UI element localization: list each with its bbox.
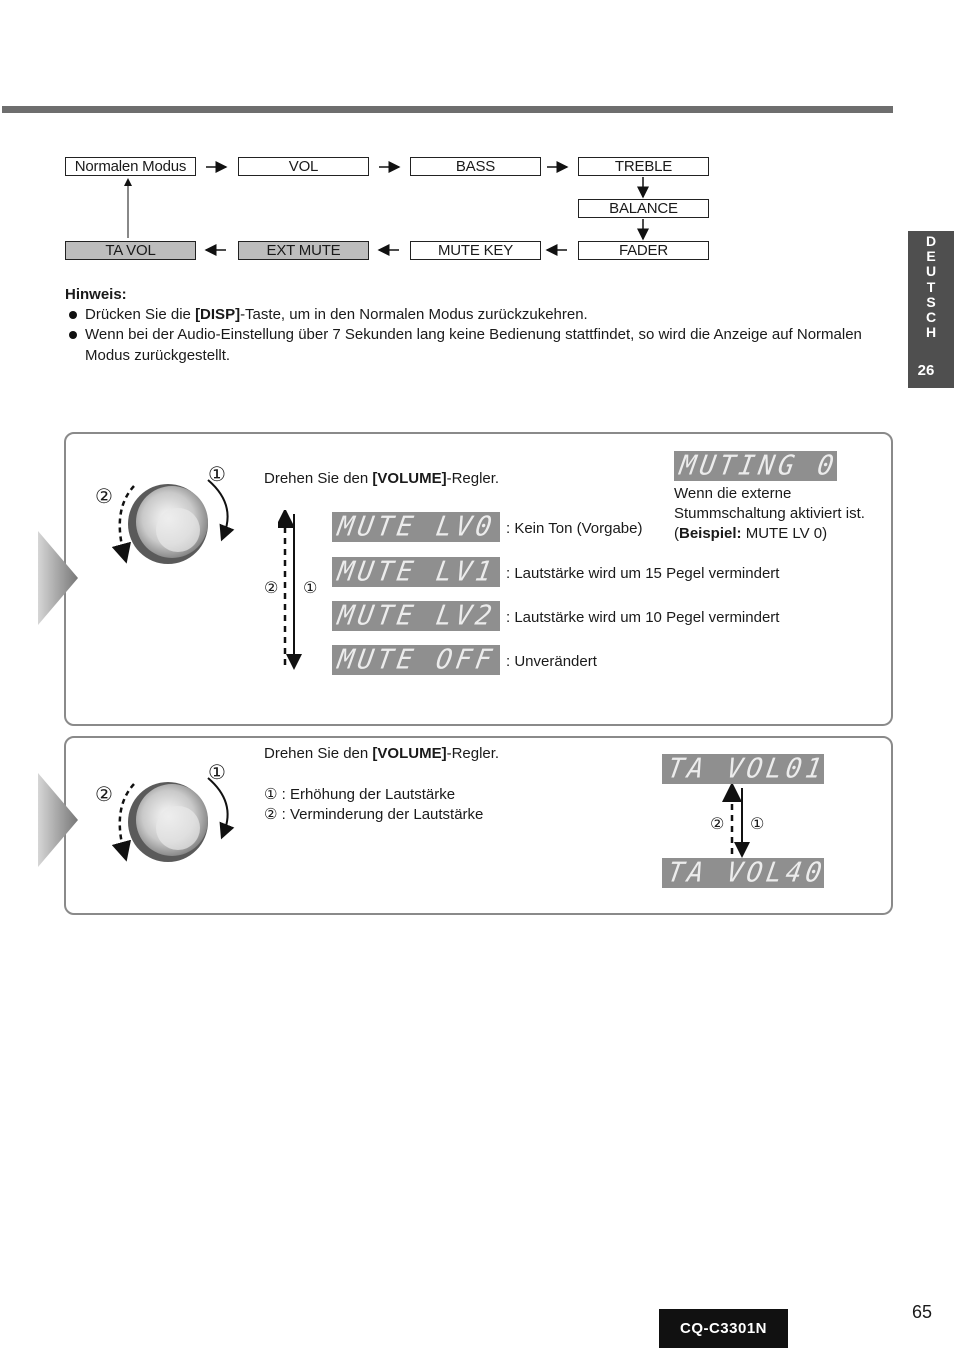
instruction-text: Drehen Sie den [VOLUME]-Regler.: [264, 745, 500, 762]
level-desc: : Kein Ton (Vorgabe): [506, 520, 643, 537]
ext-note-1: Wenn die externe: [674, 485, 792, 502]
lcd-mute-off: MUTE OFF: [332, 645, 500, 675]
section-marker-icon: [38, 531, 78, 625]
flow-treble: TREBLE: [578, 157, 709, 176]
flow-ta-vol: TA VOL: [65, 241, 196, 260]
flow-balance: BALANCE: [578, 199, 709, 218]
arrow-up-label: ②: [710, 816, 725, 833]
flow-mute-key: MUTE KEY: [410, 241, 541, 260]
arrow-down-label: ①: [750, 816, 765, 833]
flow-bass: BASS: [410, 157, 541, 176]
note-title: Hinweis:: [65, 286, 127, 303]
arrow-up-label: ②: [264, 580, 279, 597]
cw-label: ①: [208, 464, 226, 486]
volume-knob-icon: [111, 777, 235, 862]
lcd-ta-vol-01: TA VOL01: [662, 754, 824, 784]
increase-legend: ① : Erhöhung der Lautstärke: [264, 786, 456, 803]
flow-arrows: [124, 161, 649, 256]
flow-fader: FADER: [578, 241, 709, 260]
flow-normal-mode: Normalen Modus: [65, 157, 196, 176]
lcd-ta-vol-40: TA VOL40: [662, 858, 824, 888]
flow-ext-mute: EXT MUTE: [238, 241, 369, 260]
cw-label: ①: [208, 762, 226, 784]
level-arrows: [278, 510, 302, 670]
ccw-label: ②: [95, 486, 113, 508]
lcd-muting: MUTING 0: [674, 451, 837, 481]
arrow-down-label: ①: [303, 580, 318, 597]
header-rule: [2, 106, 893, 113]
section-marker-icon: [38, 773, 78, 867]
level-desc: : Lautstärke wird um 10 Pegel vermindert: [506, 609, 780, 626]
lcd-mute-lv2: MUTE LV2: [332, 601, 500, 631]
lcd-mute-lv0: MUTE LV0: [332, 512, 500, 542]
note-line-1: Drücken Sie die [DISP]-Taste, um in den …: [85, 306, 588, 323]
ta-level-arrows: [722, 784, 750, 858]
ext-note-2: Stummschaltung aktiviert ist.: [674, 505, 865, 522]
model-badge: CQ-C3301N: [659, 1309, 788, 1348]
ccw-label: ②: [95, 784, 113, 806]
note-line-3: Modus zurückgestellt.: [85, 347, 231, 364]
bullet-icon: [69, 331, 77, 339]
note-line-2: Wenn bei der Audio-Einstellung über 7 Se…: [85, 326, 862, 343]
instruction-text: Drehen Sie den [VOLUME]-Regler.: [264, 470, 500, 487]
lcd-mute-lv1: MUTE LV1: [332, 557, 500, 587]
bullet-icon: [69, 311, 77, 319]
level-desc: : Unverändert: [506, 653, 597, 670]
decrease-legend: ② : Verminderung der Lautstärke: [264, 806, 484, 823]
section-page-number: 26: [917, 362, 935, 379]
level-desc: : Lautstärke wird um 15 Pegel vermindert: [506, 565, 780, 582]
ext-note-3: (Beispiel: MUTE LV 0): [674, 525, 828, 542]
flow-vol: VOL: [238, 157, 369, 176]
page-number: 65: [912, 1302, 933, 1322]
volume-knob-icon: [111, 479, 235, 564]
